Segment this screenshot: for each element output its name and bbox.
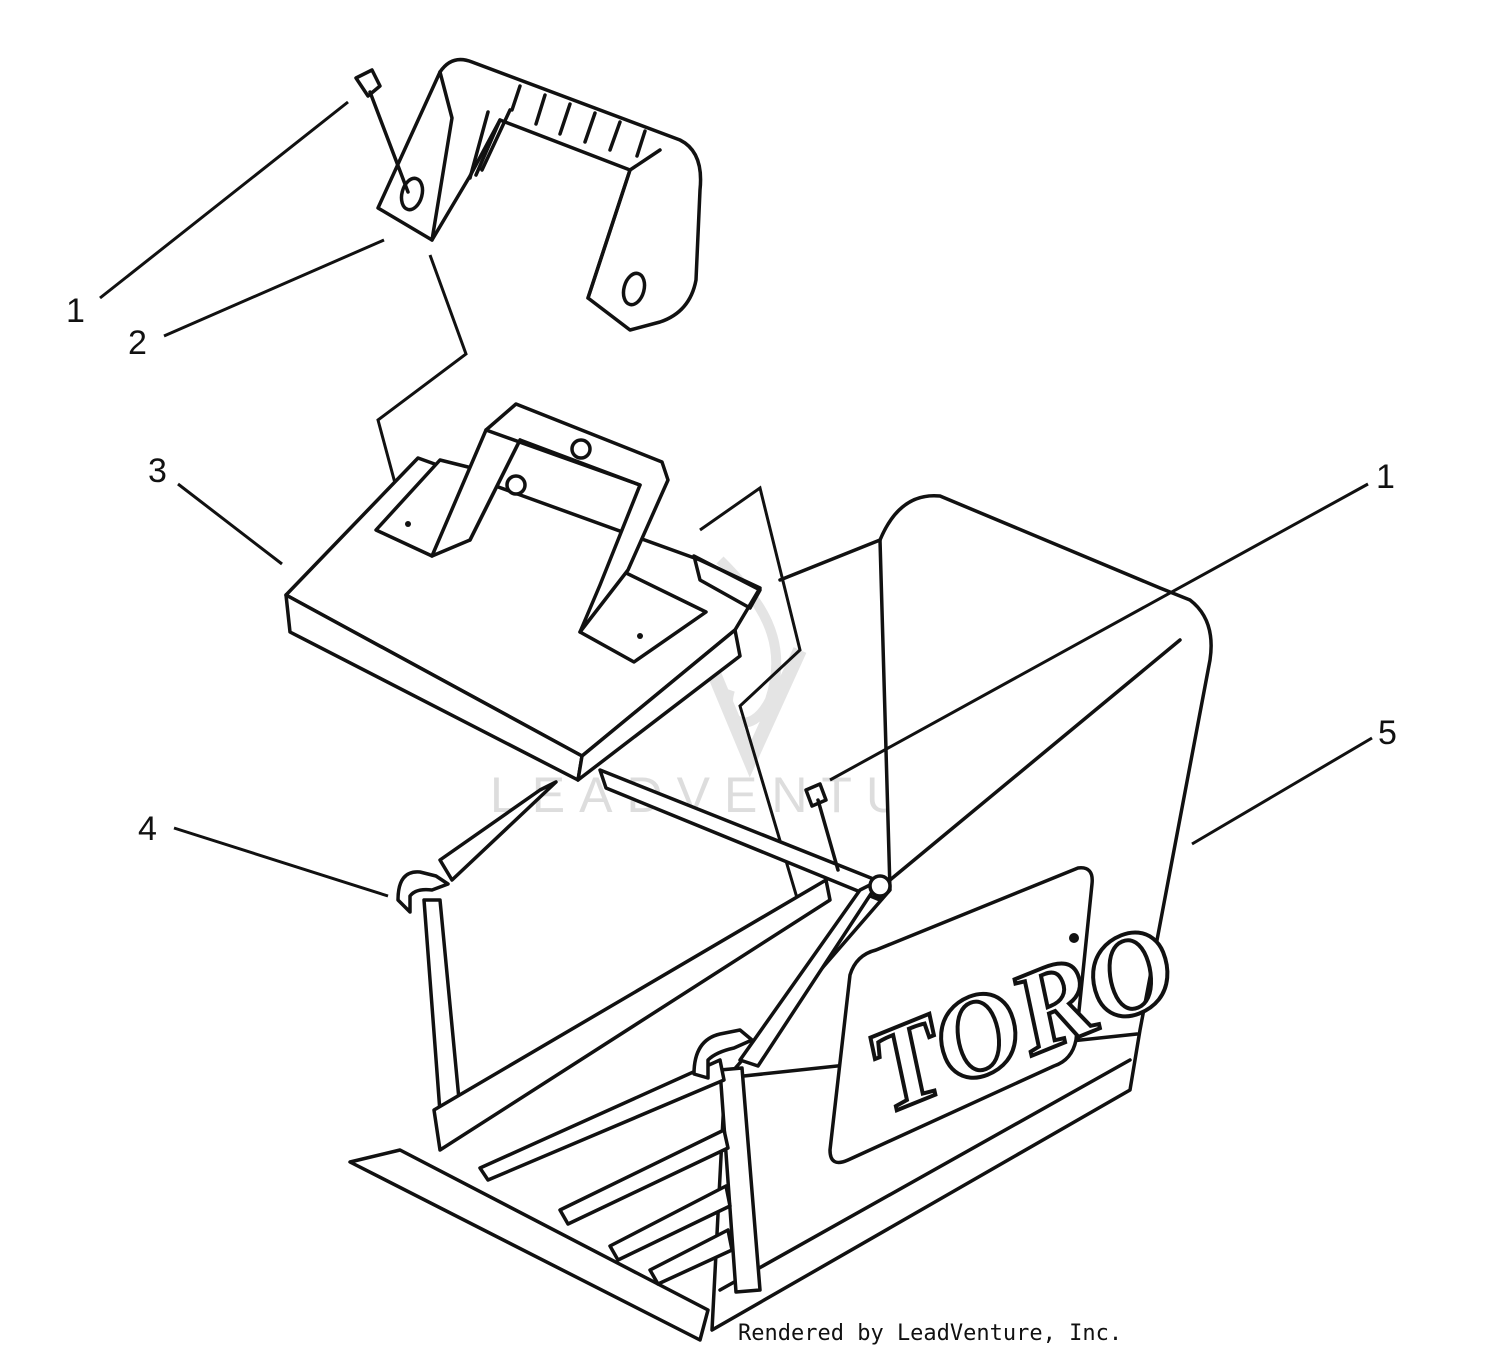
assembly-line-screw — [699, 485, 802, 909]
callout-3: 3 — [148, 452, 167, 490]
leader-3 — [177, 482, 283, 566]
bag-frame — [348, 768, 892, 1342]
leader-1-top — [99, 100, 349, 300]
screw-right — [804, 782, 840, 872]
leader-5 — [1191, 736, 1373, 846]
leader-1-right — [829, 482, 1369, 782]
callout-1-top: 1 — [66, 292, 85, 330]
callout-1-right: 1 — [1376, 458, 1395, 496]
grass-bag: TORO — [710, 493, 1213, 1332]
bag-top-cover — [284, 402, 762, 782]
leader-4 — [173, 826, 389, 898]
callout-5: 5 — [1378, 714, 1397, 752]
leader-2 — [163, 238, 385, 338]
screw-top — [354, 68, 410, 194]
render-credit: Rendered by LeadVenture, Inc. — [738, 1321, 1122, 1346]
handle-grip — [376, 57, 703, 332]
callout-4: 4 — [138, 810, 157, 848]
assembly-line-grip — [376, 254, 468, 525]
callout-2: 2 — [128, 324, 147, 362]
